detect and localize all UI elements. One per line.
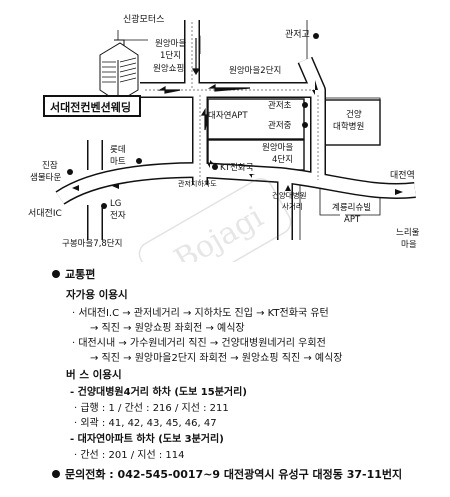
label-gwanjeo-high: 관저고 bbox=[285, 29, 310, 40]
transport-heading: 교통편 bbox=[52, 266, 95, 282]
bus-stop-2: - 대자연아파트 하차 (도보 3분거리) bbox=[70, 434, 224, 445]
label-gwanjeo-elem: 관저초 bbox=[268, 100, 292, 111]
car-route-1-line-2: → 직진 → 원앙쇼핑 좌회전 → 예식장 bbox=[90, 323, 245, 334]
label-kt-branch: KT전화국 bbox=[220, 162, 254, 173]
location-map: 신광모터스 관저고 원앙마을 1단지 원앙쇼핑 원앙마을2단지 서대전컨벤션웨딩… bbox=[28, 13, 420, 262]
car-heading: 자가용 이용시 bbox=[66, 289, 128, 301]
label-gwanjeo-middle: 관저중 bbox=[268, 120, 292, 131]
label-venue-name: 서대전컨벤션웨딩 bbox=[50, 100, 131, 114]
label-gubong-maeul: 구봉마을7,8단지 bbox=[62, 238, 122, 249]
label-konyang-sagori-b: 사거리 bbox=[282, 202, 303, 211]
bullet-dot-icon bbox=[52, 470, 60, 478]
label-lg-shop-a: LG bbox=[110, 199, 121, 209]
transport-info: 교통편 자가용 이용시 · 서대전I.C → 관저네거리 → 지하차도 진입 →… bbox=[0, 262, 450, 497]
bus-heading: 버 스 이용시 bbox=[66, 369, 122, 381]
label-lotte-mart-a: 롯데 bbox=[110, 145, 126, 155]
label-jinjam-a: 진잠 bbox=[42, 160, 58, 171]
bus-stop-1: - 건양대병원4거리 하차 (도보 15분거리) bbox=[70, 387, 247, 398]
label-gyeryong-apt-b: APT bbox=[344, 215, 361, 225]
transport-title: 교통편 bbox=[65, 268, 96, 281]
label-wonyang-shopping: 원앙쇼핑 bbox=[153, 63, 184, 74]
bullet-dot-icon bbox=[52, 270, 60, 278]
bus-stop-1-line-2: · 외곽 : 41, 42, 43, 45, 46, 47 bbox=[74, 418, 217, 429]
watermark-text: Bojagi bbox=[169, 199, 270, 262]
label-neurijeul-a: 느리울 bbox=[396, 228, 420, 238]
label-sinkwang-motors: 신광모터스 bbox=[123, 13, 164, 25]
label-daejeon-station: 대전역 bbox=[390, 170, 415, 181]
label-underpass: 관저지하차도 bbox=[178, 179, 217, 188]
label-konyang-sagori-a: 건양대병원 bbox=[272, 190, 307, 200]
contact-text: 문의전화 : 042-545-0017~9 대전광역시 유성구 대정동 37-1… bbox=[65, 468, 403, 481]
label-wonyang-2danji: 원앙마을2단지 bbox=[229, 65, 281, 76]
label-konyang-hospital-b: 대학병원 bbox=[333, 121, 364, 132]
label-lg-shop-b: 전자 bbox=[110, 210, 126, 221]
label-wonyang-4danji-b: 4단지 bbox=[272, 154, 293, 165]
bus-stop-2-line-1: · 간선 : 201 / 지선 : 114 bbox=[74, 450, 185, 461]
car-route-2-line-1: · 대전시내 → 가수원네거리 직진 → 건양대병원네거리 우회전 bbox=[72, 338, 326, 349]
label-wonyang-4danji-a: 원앙마을 bbox=[262, 142, 293, 153]
label-wonyang-1danji-a: 원앙마을 bbox=[155, 38, 186, 49]
label-jinjam-b: 샘물타운 bbox=[30, 173, 61, 183]
building-icon bbox=[99, 39, 139, 103]
label-gyeryong-apt-a: 계룡리슈빌 bbox=[332, 202, 371, 213]
contact-line: 문의전화 : 042-545-0017~9 대전광역시 유성구 대정동 37-1… bbox=[52, 466, 402, 482]
label-lotte-mart-b: 마트 bbox=[110, 157, 126, 167]
label-seodaejeon-ic: 서대전IC bbox=[28, 208, 62, 219]
label-neurijeul-b: 마을 bbox=[401, 240, 417, 250]
label-konyang-hospital-a: 건양 bbox=[346, 109, 362, 120]
car-route-1-line-1: · 서대전I.C → 관저네거리 → 지하차도 진입 → KT전화국 유턴 bbox=[72, 308, 329, 319]
label-wonyang-1danji-b: 1단지 bbox=[160, 50, 181, 61]
label-daejayeon-apt: 대자연APT bbox=[208, 111, 248, 121]
bus-stop-1-line-1: · 급행 : 1 / 간선 : 216 / 지선 : 211 bbox=[74, 403, 229, 414]
car-route-2-line-2: → 직진 → 원앙마을2단지 좌회전 → 원앙쇼핑 직진 → 예식장 bbox=[90, 353, 343, 364]
